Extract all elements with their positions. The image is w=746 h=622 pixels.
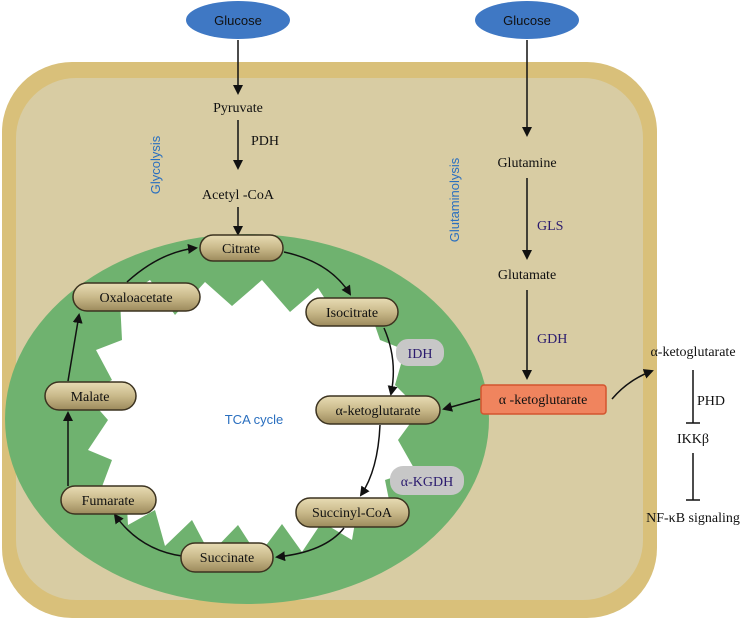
fumarate-pill bbox=[60, 485, 157, 515]
tca-cycle-label: TCA cycle bbox=[225, 412, 284, 427]
glutamine-label: Glutamine bbox=[497, 156, 556, 171]
arrow-malate-oxaloacetate bbox=[67, 313, 83, 382]
succinylcoa-label: Succinyl-CoA bbox=[312, 506, 393, 521]
malate-pill bbox=[44, 381, 137, 411]
glycolysis-side-label: Glycolysis bbox=[148, 135, 163, 194]
pyruvate-label: Pyruvate bbox=[213, 101, 263, 116]
malate-label: Malate bbox=[71, 390, 110, 405]
arrow-akgbox-tca bbox=[442, 398, 481, 412]
succinate-label: Succinate bbox=[200, 551, 254, 566]
arrow-succinate-fumarate bbox=[113, 513, 183, 557]
fumarate-label: Fumarate bbox=[82, 494, 135, 509]
glutaminolysis-side-label: Glutaminolysis bbox=[447, 157, 462, 242]
akg-box-label: α -ketoglutarate bbox=[499, 393, 588, 408]
isocitrate-pill bbox=[305, 297, 399, 327]
succinate-pill bbox=[180, 542, 274, 573]
oxaloacetate-label: Oxaloacetate bbox=[99, 291, 172, 306]
glucose-node-left bbox=[186, 1, 290, 39]
mitochondrion-matrix bbox=[86, 280, 420, 556]
ikk-label: IKKβ bbox=[677, 432, 709, 447]
arrow-succinylcoa-succinate bbox=[275, 527, 345, 562]
arrow-akg-succinylcoa bbox=[359, 424, 381, 497]
idh-badge bbox=[396, 339, 444, 366]
akg-pill bbox=[315, 395, 441, 425]
akg-box bbox=[480, 384, 607, 415]
signal-akg-label: α-ketoglutarate bbox=[650, 345, 735, 360]
nfkb-label: NF-κB signaling bbox=[646, 511, 740, 526]
akg-label: α-ketoglutarate bbox=[335, 404, 420, 419]
arrow-isocitrate-akg bbox=[383, 327, 398, 396]
succinylcoa-pill bbox=[295, 497, 410, 528]
gdh-label: GDH bbox=[537, 332, 567, 347]
citrate-pill bbox=[199, 234, 284, 262]
pdh-label: PDH bbox=[251, 134, 279, 149]
glutamate-label: Glutamate bbox=[498, 268, 556, 283]
acetylcoa-label: Acetyl -CoA bbox=[202, 188, 275, 203]
glucose-node-right bbox=[475, 1, 579, 39]
gls-label: GLS bbox=[537, 219, 563, 234]
isocitrate-label: Isocitrate bbox=[326, 306, 378, 321]
oxaloacetate-pill bbox=[72, 282, 201, 312]
arrow-citrate-isocitrate bbox=[283, 251, 352, 296]
glucose-label-left: Glucose bbox=[214, 13, 262, 28]
akgdh-label: α-KGDH bbox=[401, 475, 453, 490]
akgdh-badge bbox=[390, 466, 464, 495]
arrow-oxaloacetate-citrate bbox=[126, 243, 198, 283]
idh-label: IDH bbox=[408, 347, 433, 362]
phd-label: PHD bbox=[697, 394, 725, 409]
arrow-akgbox-signaling bbox=[611, 369, 654, 400]
glucose-label-right: Glucose bbox=[503, 13, 551, 28]
citrate-label: Citrate bbox=[222, 242, 260, 257]
